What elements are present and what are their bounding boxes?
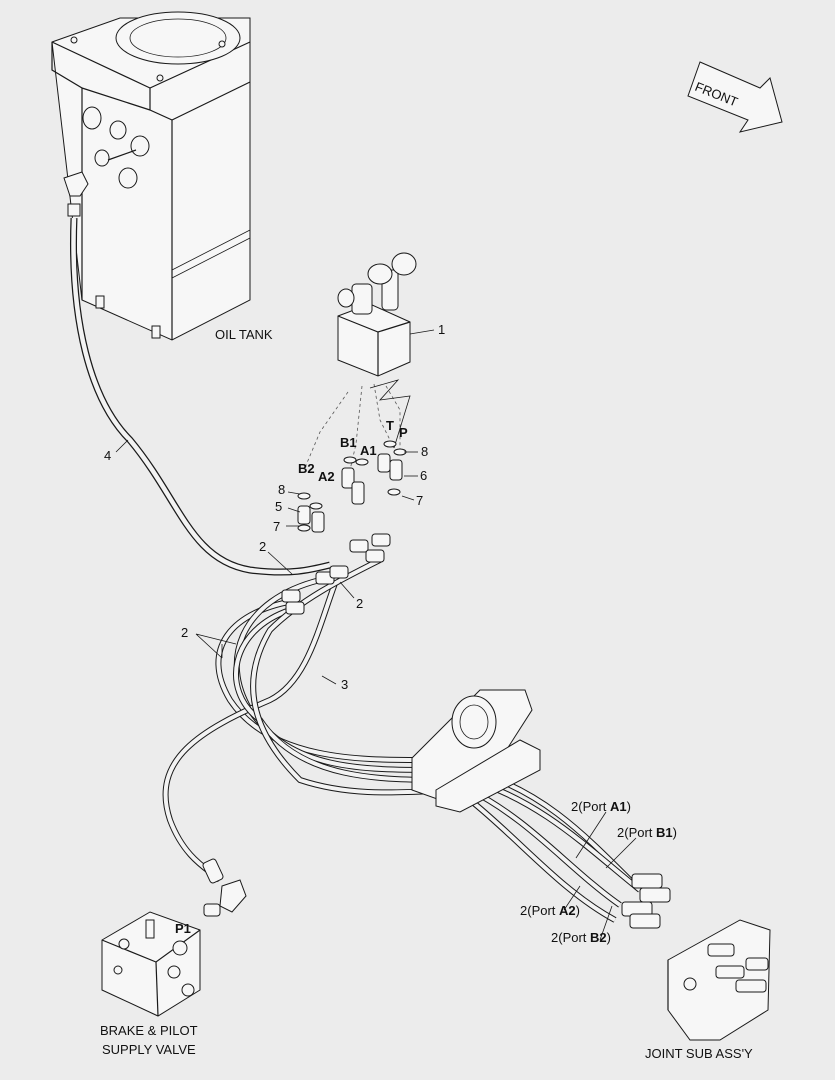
port-a1-label: A1: [360, 443, 377, 458]
callout-6: 6: [420, 468, 427, 483]
port-b1-label: B1: [340, 435, 357, 450]
callout-7-right: 7: [416, 493, 423, 508]
brake-valve-label-line1: BRAKE & PILOT: [100, 1023, 198, 1038]
front-arrow: FRONT: [687, 61, 783, 133]
port-hose-b1-label: 2(Port B1): [617, 825, 677, 840]
joint-sub-label: JOINT SUB ASS'Y: [645, 1046, 753, 1061]
hose-bundle: [162, 557, 642, 923]
hose-bracket: [411, 689, 541, 813]
p1-fittings: [202, 858, 247, 917]
tank-elbow-fitting: [63, 171, 89, 217]
port-p1-label: P1: [175, 921, 191, 936]
brake-valve-label-line2: SUPPLY VALVE: [102, 1042, 196, 1057]
callout-2-left: 2: [181, 625, 188, 640]
callout-5: 5: [275, 499, 282, 514]
callout-8-left: 8: [278, 482, 285, 497]
oil-tank: [51, 11, 251, 341]
oil-tank-label: OIL TANK: [215, 327, 273, 342]
callout-4: 4: [104, 448, 111, 463]
callout-8-right: 8: [421, 444, 428, 459]
callout-3: 3: [341, 677, 348, 692]
leader-lines: [115, 329, 637, 941]
port-hose-b2-label: 2(Port B2): [551, 930, 611, 945]
port-hose-a2-label: 2(Port A2): [520, 903, 580, 918]
hose-end-fittings: [281, 533, 391, 615]
brake-pilot-supply-valve: [101, 911, 201, 1017]
callout-1: 1: [438, 322, 445, 337]
joint-hose-fittings: [621, 873, 671, 929]
port-a2-label: A2: [318, 469, 335, 484]
callout-2-upper: 2: [259, 539, 266, 554]
port-t-label: T: [386, 418, 394, 433]
joint-sub-assy: [667, 919, 771, 1041]
port-p-label: P: [399, 425, 408, 440]
port-hose-a1-label: 2(Port A1): [571, 799, 631, 814]
callout-7-left: 7: [273, 519, 280, 534]
pilot-valve: [337, 252, 417, 377]
port-b2-label: B2: [298, 461, 315, 476]
fittings-group: [297, 440, 407, 533]
callout-2-mid: 2: [356, 596, 363, 611]
